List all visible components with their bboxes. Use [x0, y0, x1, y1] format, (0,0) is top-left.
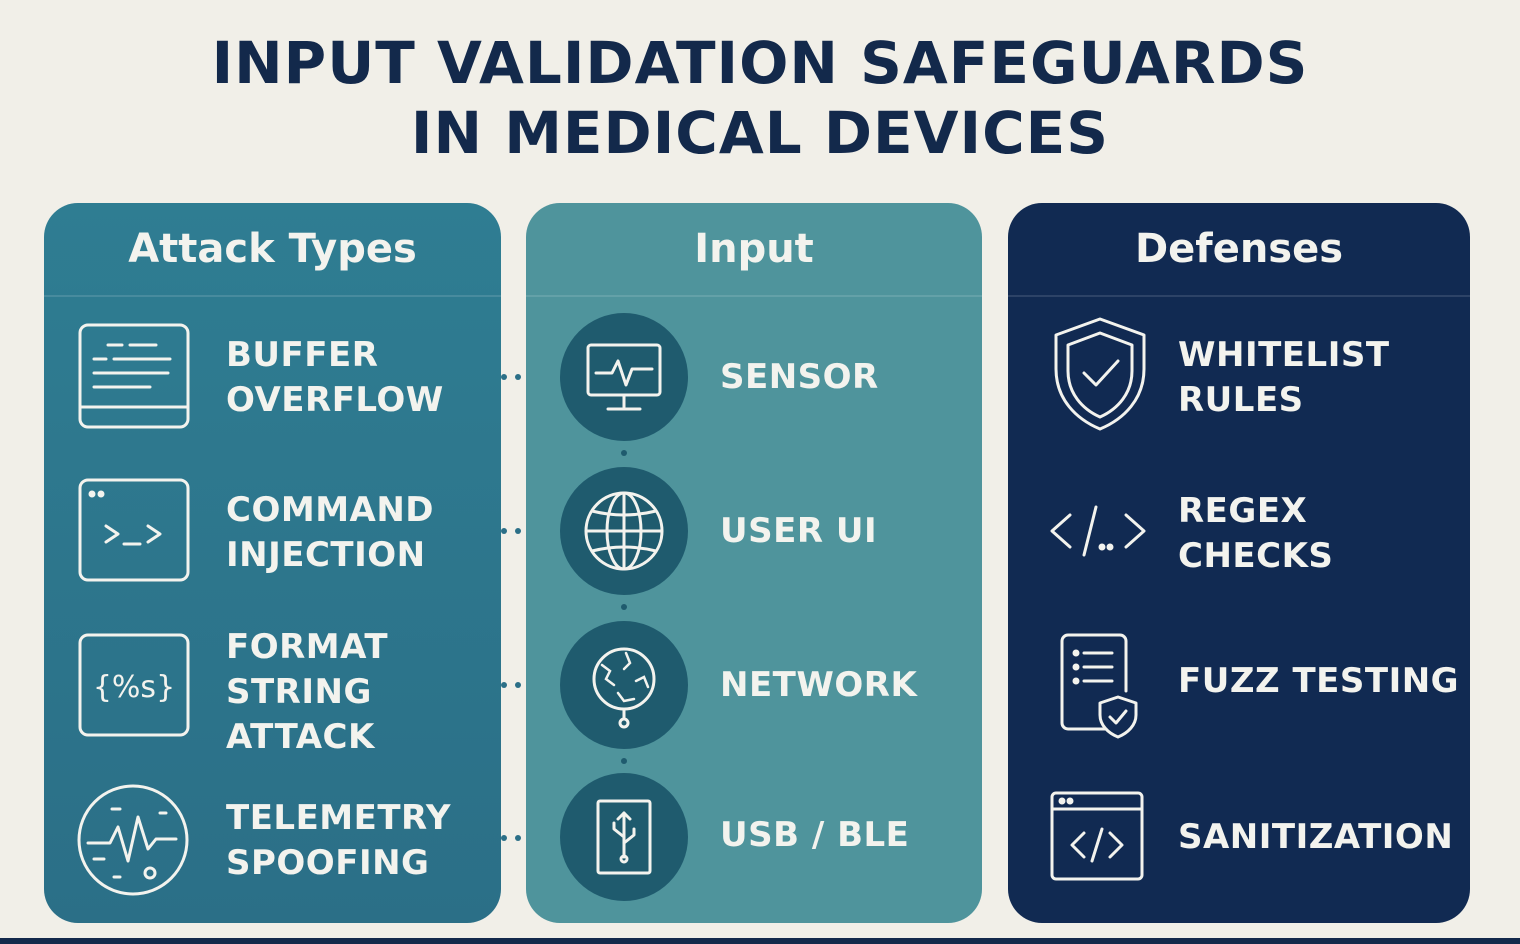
shield-check-icon [1048, 315, 1152, 433]
defenses-heading: Defenses [1008, 203, 1470, 297]
attack-types-panel: Attack Types BUFFER OVERFLOW COMMA [44, 203, 501, 923]
waveform-icon [76, 783, 190, 897]
defense-item-whitelist-rules: WHITELIST RULES [1008, 315, 1470, 465]
monitor-heartbeat-icon [560, 313, 688, 441]
attack-item-format-string-attack: {%s} FORMAT STRING ATTACK [44, 613, 501, 773]
code-window-icon [78, 323, 190, 433]
page-title: INPUT VALIDATION SAFEGUARDS IN MEDICAL D… [0, 28, 1520, 168]
defense-item-regex-checks: REGEX CHECKS [1008, 471, 1470, 621]
terminal-icon [78, 478, 190, 588]
attack-types-heading: Attack Types [44, 203, 501, 297]
title-line-1: INPUT VALIDATION SAFEGUARDS [211, 29, 1309, 97]
title-line-2: IN MEDICAL DEVICES [410, 99, 1110, 167]
input-label-sensor: SENSOR [720, 357, 879, 397]
defense-label-whitelist-rules: WHITELIST RULES [1178, 335, 1390, 420]
attack-item-buffer-overflow: BUFFER OVERFLOW [44, 303, 501, 453]
input-item-user-ui: USER UI [526, 467, 982, 617]
input-panel: Input SENSOR USE [526, 203, 982, 923]
usb-icon [560, 773, 688, 901]
input-vertical-connector [621, 450, 627, 764]
globe-icon [560, 467, 688, 595]
code-brackets-icon [1046, 501, 1150, 561]
attack-item-telemetry-spoofing: TELEMETRY SPOOFING [44, 778, 501, 923]
input-heading: Input [526, 203, 982, 297]
defense-label-sanitization: SANITIZATION [1178, 817, 1454, 857]
defense-label-regex-checks: REGEX CHECKS [1178, 491, 1334, 576]
svg-text:{%s}: {%s} [93, 670, 175, 705]
defenses-panel: Defenses WHITELIST RULES REGEX CHECKS [1008, 203, 1470, 923]
input-item-sensor: SENSOR [526, 313, 982, 463]
browser-code-icon [1050, 791, 1144, 881]
defense-item-sanitization: SANITIZATION [1008, 787, 1470, 923]
attack-label-command-injection: COMMAND INJECTION [226, 490, 435, 575]
defense-item-fuzz-testing: FUZZ TESTING [1008, 627, 1470, 777]
network-globe-icon [560, 621, 688, 749]
document-shield-icon [1058, 631, 1142, 741]
input-item-usb-ble: USB / BLE [526, 773, 982, 923]
attack-item-command-injection: COMMAND INJECTION [44, 458, 501, 608]
input-label-network: NETWORK [720, 665, 918, 705]
input-label-usb-ble: USB / BLE [720, 815, 910, 855]
bottom-bar [0, 938, 1520, 944]
input-item-network: NETWORK [526, 621, 982, 771]
defense-label-fuzz-testing: FUZZ TESTING [1178, 661, 1460, 701]
attack-label-buffer-overflow: BUFFER OVERFLOW [226, 335, 444, 420]
format-string-icon: {%s} [78, 633, 190, 743]
input-label-user-ui: USER UI [720, 511, 878, 551]
attack-label-format-string-attack: FORMAT STRING ATTACK [226, 627, 389, 757]
attack-label-telemetry-spoofing: TELEMETRY SPOOFING [226, 798, 452, 883]
